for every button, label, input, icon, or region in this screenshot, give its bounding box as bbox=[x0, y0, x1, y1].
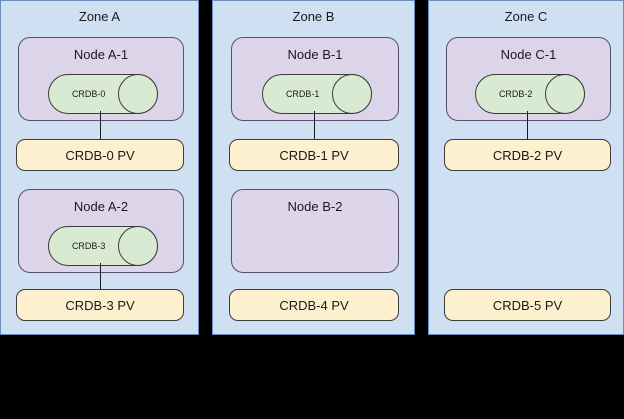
pv-crdb-1-label: CRDB-1 PV bbox=[279, 147, 349, 163]
node-c-1[interactable]: Node C-1 CRDB-2 bbox=[446, 37, 611, 121]
pv-crdb-1[interactable]: CRDB-1 PV bbox=[229, 139, 399, 171]
pv-crdb-5[interactable]: CRDB-5 PV bbox=[444, 289, 611, 321]
zone-c-label: Zone C bbox=[504, 9, 548, 24]
connector-crdb-0-to-pv bbox=[100, 111, 101, 139]
connector-crdb-2-to-pv bbox=[527, 111, 528, 139]
zone-a[interactable]: Zone A Node A-1 CRDB-0 CRDB-0 PV Node A-… bbox=[0, 0, 199, 335]
pod-crdb-3[interactable]: CRDB-3 bbox=[48, 226, 158, 266]
pv-crdb-4-label: CRDB-4 PV bbox=[279, 297, 349, 313]
node-c-1-label: Node C-1 bbox=[500, 47, 557, 62]
node-a-1[interactable]: Node A-1 CRDB-0 bbox=[18, 37, 184, 121]
connector-crdb-1-to-pv bbox=[314, 111, 315, 139]
pv-crdb-3-label: CRDB-3 PV bbox=[65, 297, 135, 313]
node-b-1[interactable]: Node B-1 CRDB-1 bbox=[231, 37, 399, 121]
pod-crdb-2[interactable]: CRDB-2 bbox=[475, 74, 585, 114]
pv-crdb-2[interactable]: CRDB-2 PV bbox=[444, 139, 611, 171]
pod-crdb-1[interactable]: CRDB-1 bbox=[262, 74, 372, 114]
zone-b[interactable]: Zone B Node B-1 CRDB-1 CRDB-1 PV Node B-… bbox=[212, 0, 415, 335]
zone-c[interactable]: Zone C Node C-1 CRDB-2 CRDB-2 PV CRDB-5 … bbox=[428, 0, 624, 335]
pv-crdb-2-label: CRDB-2 PV bbox=[492, 147, 563, 163]
connector-crdb-3-to-pv bbox=[100, 263, 101, 289]
zone-b-label: Zone B bbox=[292, 9, 335, 24]
node-b-2-label: Node B-2 bbox=[287, 199, 343, 214]
node-a-1-label: Node A-1 bbox=[73, 47, 129, 62]
node-b-1-label: Node B-1 bbox=[287, 47, 343, 62]
zone-a-label: Zone A bbox=[78, 9, 121, 24]
pod-crdb-0[interactable]: CRDB-0 bbox=[48, 74, 158, 114]
node-b-2[interactable]: Node B-2 bbox=[231, 189, 399, 273]
pv-crdb-5-label: CRDB-5 PV bbox=[492, 297, 563, 313]
node-a-2[interactable]: Node A-2 CRDB-3 bbox=[18, 189, 184, 273]
pv-crdb-3[interactable]: CRDB-3 PV bbox=[16, 289, 184, 321]
pv-crdb-4[interactable]: CRDB-4 PV bbox=[229, 289, 399, 321]
pv-crdb-0[interactable]: CRDB-0 PV bbox=[16, 139, 184, 171]
node-a-2-label: Node A-2 bbox=[73, 199, 129, 214]
pv-crdb-0-label: CRDB-0 PV bbox=[65, 147, 135, 163]
